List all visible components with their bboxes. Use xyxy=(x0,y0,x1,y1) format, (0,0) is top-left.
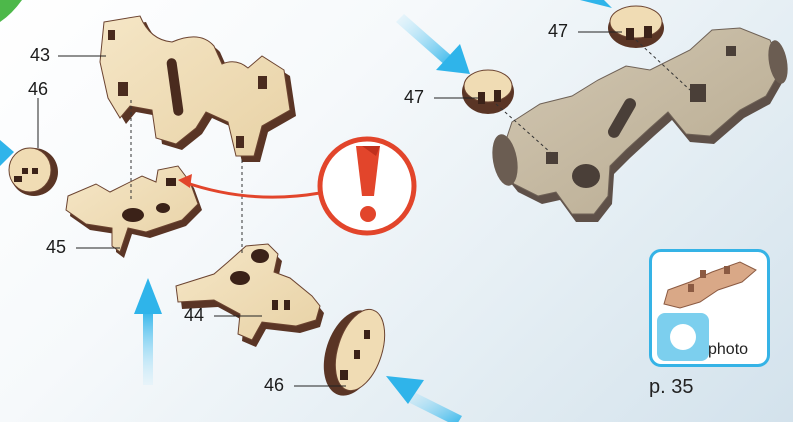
label-part-47-left: 47 xyxy=(404,87,425,107)
green-decor-arc xyxy=(0,0,22,22)
part-47-top-disc xyxy=(608,5,664,48)
part-47-left-disc xyxy=(462,69,514,114)
blue-arrow-to-47-top xyxy=(580,0,612,8)
alignment-line-47-top xyxy=(635,39,691,91)
part-44-link xyxy=(175,243,324,347)
leader-lines xyxy=(37,31,622,387)
label-part-45: 45 xyxy=(46,237,67,257)
photo-label: photo xyxy=(708,341,749,358)
exclamation-warning-icon xyxy=(178,136,417,236)
blue-arrow-to-47-left xyxy=(396,14,470,74)
left-edge-arrow xyxy=(0,140,14,166)
part-46-left-disc xyxy=(8,147,58,196)
label-part-46-bottom: 46 xyxy=(264,375,285,395)
blue-arrow-to-bottom-disc xyxy=(386,376,462,422)
part-46-bottom-disc xyxy=(323,308,386,396)
blue-arrow-up xyxy=(134,278,162,385)
page-reference: p. 35 xyxy=(649,376,694,398)
assembled-model xyxy=(492,27,788,222)
label-part-47-top: 47 xyxy=(548,21,569,41)
alignment-line-47-left xyxy=(495,103,551,153)
label-part-44: 44 xyxy=(184,305,205,325)
label-part-43: 43 xyxy=(30,45,51,65)
part-45-link xyxy=(65,165,202,258)
label-part-46-left: 46 xyxy=(28,79,49,99)
photo-card-thumbnail xyxy=(657,261,757,361)
part-43-plate xyxy=(99,15,296,162)
